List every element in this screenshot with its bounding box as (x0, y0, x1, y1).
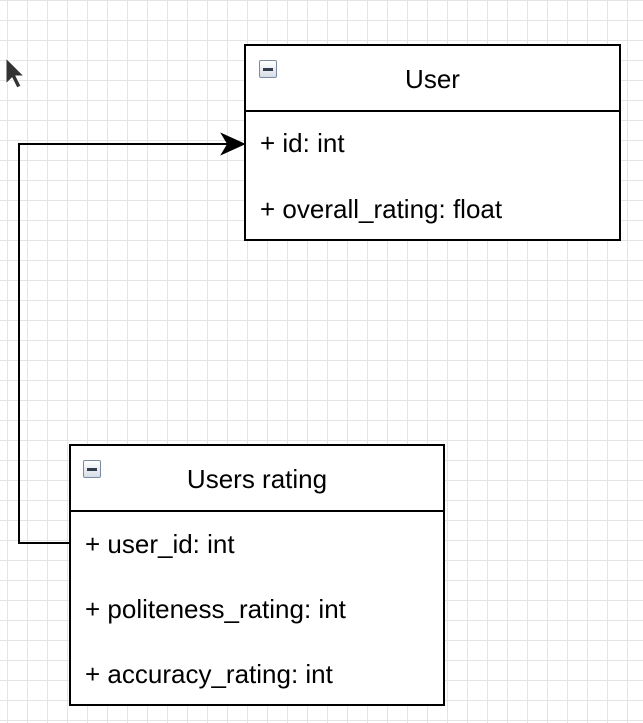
users-rating-attribute-politeness-rating[interactable]: + politeness_rating: int (85, 594, 346, 624)
users-rating-class-header[interactable]: Users rating (71, 446, 443, 512)
association-connector[interactable] (18, 143, 228, 544)
user-attribute-overall-rating[interactable]: + overall_rating: float (260, 194, 503, 224)
users-rating-class[interactable]: Users rating + user_id: int + politeness… (69, 444, 445, 706)
users-rating-attribute-user-id[interactable]: + user_id: int (85, 529, 235, 559)
user-class-name: User (405, 64, 460, 94)
arrow-cursor-icon (6, 58, 26, 89)
user-class[interactable]: User + id: int + overall_rating: float (244, 44, 621, 241)
minus-box-icon[interactable] (259, 60, 277, 78)
arrowhead-icon (220, 132, 246, 156)
users-rating-attribute-accuracy-rating[interactable]: + accuracy_rating: int (85, 659, 333, 689)
users-rating-class-name: Users rating (186, 464, 328, 494)
user-attribute-id[interactable]: + id: int (260, 128, 345, 158)
user-class-header[interactable]: User (246, 46, 619, 112)
minus-box-icon[interactable] (83, 460, 101, 478)
